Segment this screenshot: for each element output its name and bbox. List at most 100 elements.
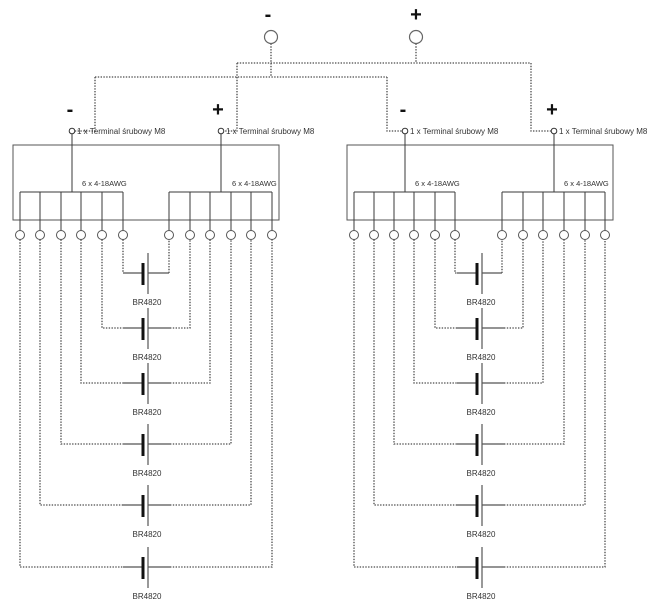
negative-sign: - (400, 99, 407, 121)
battery-label: BR4820 (467, 353, 496, 362)
battery-label: BR4820 (467, 530, 496, 539)
battery-negative-plate (141, 263, 145, 285)
battery-positive-wire (170, 239, 232, 445)
positive-bus-label: 6 x 4-18AWG (232, 179, 277, 188)
battery-negative-wire (353, 239, 457, 568)
battery-label: BR4820 (467, 298, 496, 307)
battery-symbol (123, 253, 169, 294)
battery-negative-plate (141, 318, 145, 340)
positive-screw-terminal (550, 127, 558, 135)
negative-output-connector (76, 230, 86, 240)
battery-label: BR4820 (467, 408, 496, 417)
negative-terminal-label: 1 x Terminal śrubowy M8 (410, 127, 499, 136)
battery-symbol (123, 424, 170, 465)
battery-negative-plate (475, 263, 479, 285)
main-positive-terminal (408, 29, 424, 45)
positive-output-connector (226, 230, 236, 240)
positive-terminal-feed-wire (224, 63, 238, 132)
battery-label: BR4820 (467, 592, 496, 601)
battery-label: BR4820 (467, 469, 496, 478)
battery-negative-wire (434, 239, 457, 329)
battery-symbol (123, 308, 170, 349)
battery-negative-wire (454, 239, 457, 274)
negative-output-connector (369, 230, 379, 240)
negative-terminal-feed-wire (386, 77, 402, 132)
negative-bus-label: 6 x 4-18AWG (415, 179, 460, 188)
battery-label: BR4820 (133, 469, 162, 478)
battery-symbol (123, 485, 170, 526)
battery-positive-wire (170, 239, 211, 384)
battery-positive-wire (504, 239, 586, 506)
negative-output-connector (97, 230, 107, 240)
battery-label: BR4820 (133, 298, 162, 307)
battery-positive-wire (170, 239, 191, 329)
main-negative-sign: - (265, 4, 272, 26)
negative-output-connector (450, 230, 460, 240)
battery-label: BR4820 (133, 530, 162, 539)
battery-label: BR4820 (133, 408, 162, 417)
battery-label: BR4820 (133, 592, 162, 601)
battery-positive-wire (504, 239, 606, 568)
battery-negative-plate (475, 495, 479, 517)
module-enclosure (346, 144, 614, 221)
positive-output-connector (185, 230, 195, 240)
positive-terminal-label: 1 x Terminal śrubowy M8 (559, 127, 648, 136)
battery-negative-plate (141, 373, 145, 395)
battery-negative-wire (60, 239, 123, 445)
negative-terminal-label: 1 x Terminal śrubowy M8 (77, 127, 166, 136)
battery-negative-wire (413, 239, 457, 384)
negative-output-connector (56, 230, 66, 240)
main-negative-terminal (263, 29, 279, 45)
positive-output-connector (580, 230, 590, 240)
positive-output-connector (518, 230, 528, 240)
battery-symbol (123, 547, 170, 588)
battery-symbol (457, 253, 502, 294)
components-layer (12, 29, 614, 588)
negative-output-connector (118, 230, 128, 240)
battery-symbol (457, 424, 504, 465)
negative-output-connector (35, 230, 45, 240)
battery-negative-plate (141, 434, 145, 456)
battery-negative-plate (475, 557, 479, 579)
battery-symbol (123, 363, 170, 404)
positive-output-connector (267, 230, 277, 240)
wires-layer (19, 43, 606, 568)
positive-terminal-label: 1 x Terminal śrubowy M8 (226, 127, 315, 136)
battery-symbol (457, 547, 504, 588)
battery-negative-wire (393, 239, 457, 445)
positive-output-connector (559, 230, 569, 240)
positive-screw-terminal (217, 127, 225, 135)
battery-label: BR4820 (133, 353, 162, 362)
battery-negative-plate (141, 557, 145, 579)
negative-sign: - (67, 99, 74, 121)
positive-output-connector (205, 230, 215, 240)
negative-output-connector (409, 230, 419, 240)
positive-output-connector (246, 230, 256, 240)
negative-output-connector (389, 230, 399, 240)
battery-positive-wire (170, 239, 273, 568)
negative-terminal-feed-wire (75, 77, 96, 132)
positive-output-connector (538, 230, 548, 240)
positive-terminal-feed-wire (530, 63, 551, 132)
negative-output-connector (15, 230, 25, 240)
battery-negative-wire (80, 239, 123, 384)
negative-output-connector (349, 230, 359, 240)
positive-output-connector (497, 230, 507, 240)
module-enclosure (12, 144, 280, 221)
main-positive-sign: + (410, 4, 422, 26)
battery-negative-wire (373, 239, 457, 506)
battery-negative-plate (475, 373, 479, 395)
battery-negative-wire (101, 239, 123, 329)
battery-positive-wire (504, 239, 565, 445)
battery-negative-plate (141, 495, 145, 517)
negative-output-connector (430, 230, 440, 240)
battery-positive-wire (170, 239, 252, 506)
battery-positive-wire (504, 239, 544, 384)
positive-sign: + (212, 99, 224, 121)
battery-symbol (457, 363, 504, 404)
positive-output-connector (600, 230, 610, 240)
positive-bus-label: 6 x 4-18AWG (564, 179, 609, 188)
positive-output-connector (164, 230, 174, 240)
negative-bus-label: 6 x 4-18AWG (82, 179, 127, 188)
